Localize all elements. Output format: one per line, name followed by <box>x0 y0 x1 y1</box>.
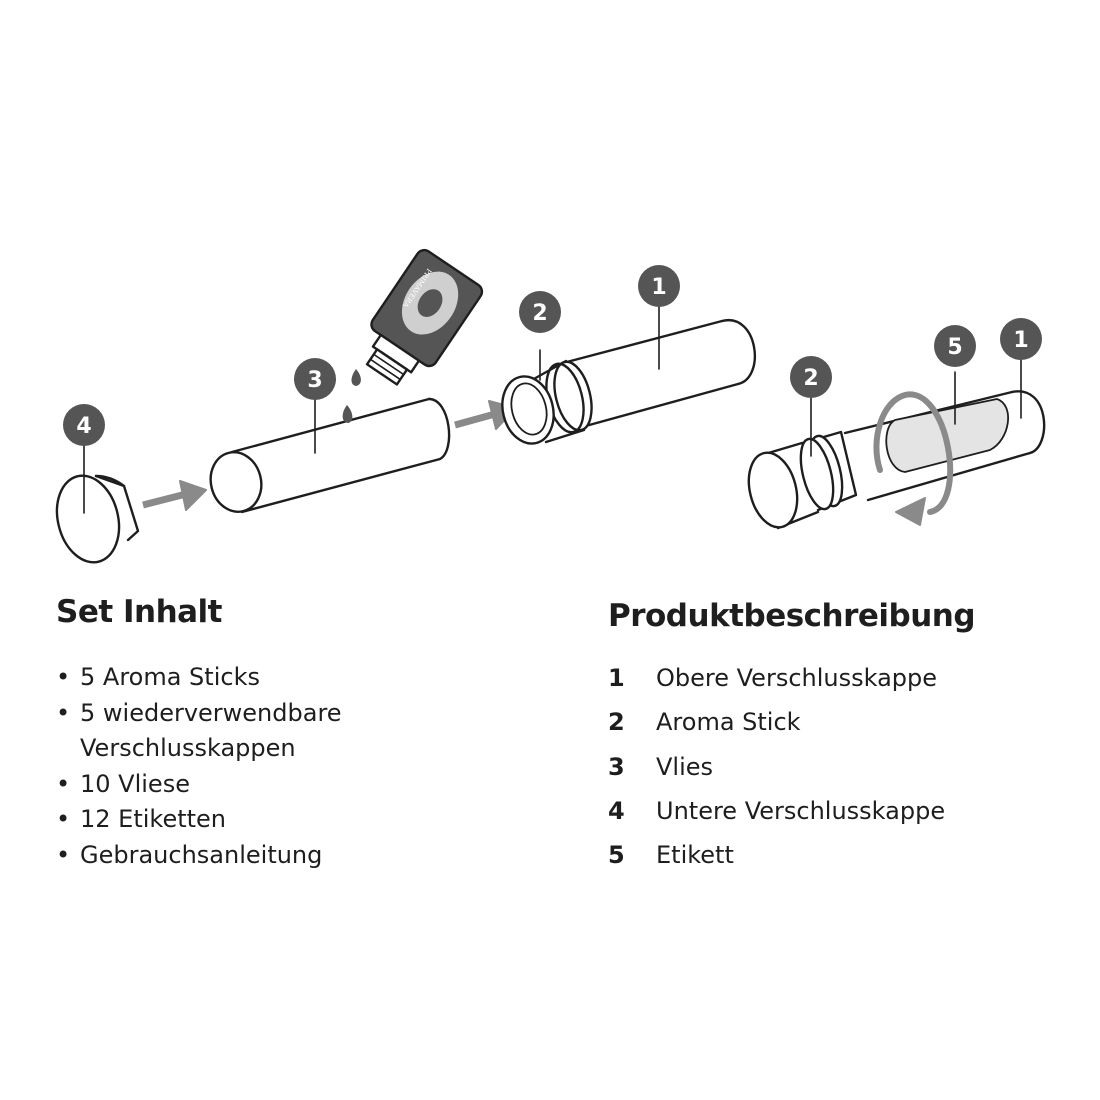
item-number: 4 <box>608 796 625 825</box>
number-badge: 5 <box>934 325 976 367</box>
badge-label: 5 <box>947 335 962 360</box>
item-label: Obere Verschlusskappe <box>656 664 938 692</box>
number-badge: 2 <box>790 356 832 398</box>
badge-label: 3 <box>307 368 322 393</box>
list-item: 12 Etiketten <box>56 802 476 838</box>
number-badge: 4 <box>63 404 105 446</box>
assembled-stick-illustration <box>747 355 1046 530</box>
badge-label: 2 <box>803 366 818 391</box>
item-number: 2 <box>608 708 625 737</box>
number-badge: 2 <box>519 291 561 333</box>
rotate-arrow-icon <box>873 391 953 526</box>
number-badge: 1 <box>1000 318 1042 360</box>
item-number: 1 <box>608 664 625 692</box>
top-cap-illustration <box>561 302 757 429</box>
item-number: 3 <box>608 752 625 781</box>
list-item: 5 Aroma Sticks <box>56 660 476 696</box>
number-badge: 3 <box>294 358 336 400</box>
list-item: 10 Vliese <box>56 767 476 803</box>
list-item: 1 Obere Verschlusskappe <box>608 660 1088 704</box>
list-item: 5 Etikett <box>608 837 1088 881</box>
badge-label: 1 <box>1013 328 1028 353</box>
oil-drop-icon <box>351 369 361 386</box>
badge-label: 1 <box>651 275 666 300</box>
product-description-heading: Produktbeschreibung <box>608 598 976 634</box>
list-item: 2 Aroma Stick <box>608 704 1088 748</box>
list-item: 5 wiederverwendbare Verschlusskappen <box>56 696 476 767</box>
oil-drop-icon <box>342 405 353 423</box>
oil-bottle-illustration <box>365 248 484 386</box>
badge-label: 2 <box>532 301 547 326</box>
product-description-list: 1 Obere Verschlusskappe 2 Aroma Stick 3 … <box>608 660 1088 881</box>
list-item: 4 Untere Verschlusskappe <box>608 793 1088 837</box>
bottom-cap-illustration <box>55 441 140 564</box>
set-contents-heading: Set Inhalt <box>56 594 223 630</box>
set-contents-list: 5 Aroma Sticks 5 wiederverwendbare Versc… <box>56 660 476 873</box>
aroma-stick-illustration <box>501 349 593 445</box>
badge-label: 4 <box>76 414 91 439</box>
arrow-icon <box>142 480 207 511</box>
item-label: Untere Verschlusskappe <box>656 796 946 825</box>
fleece-illustration <box>209 390 451 514</box>
item-label: Etikett <box>656 841 734 870</box>
assembly-diagram: 4 3 2 1 2 5 1 PRIMAVERA <box>55 248 1046 564</box>
item-label: Vlies <box>656 752 714 781</box>
list-item: Gebrauchsanleitung <box>56 838 476 874</box>
item-number: 5 <box>608 841 625 870</box>
list-item: 3 Vlies <box>608 749 1088 793</box>
number-badge: 1 <box>638 265 680 307</box>
item-label: Aroma Stick <box>656 708 801 737</box>
